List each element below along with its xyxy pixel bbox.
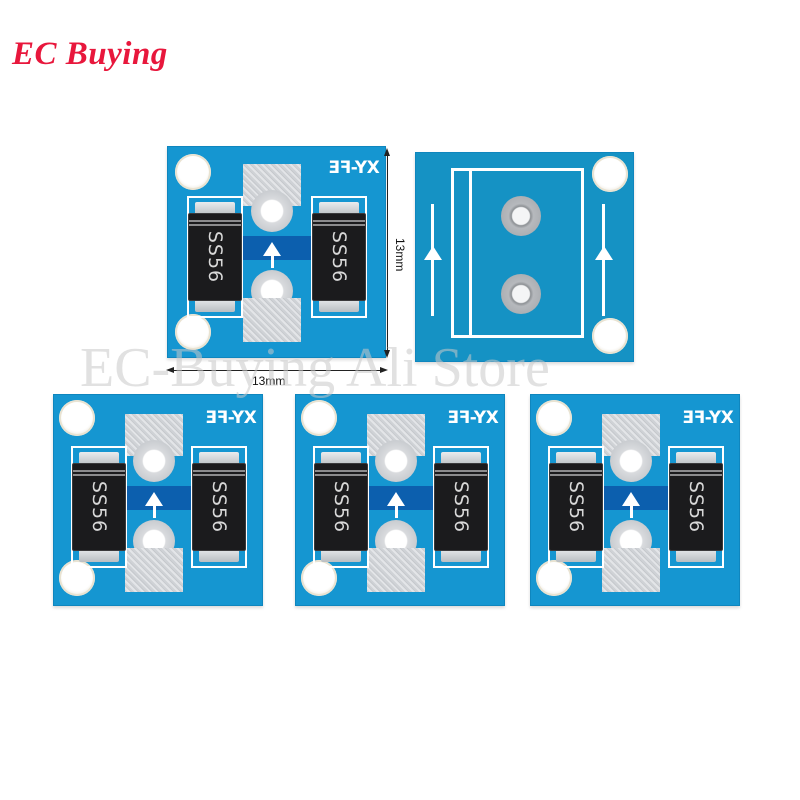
- arrowhead-left-icon: [166, 367, 174, 373]
- diode-ss56: SS56: [73, 464, 125, 550]
- mounting-hole-icon: [301, 400, 337, 436]
- diode-frame: [548, 446, 604, 568]
- pcb-board-front: XY-FE SS56 SS56: [167, 146, 386, 358]
- diode-lead: [319, 202, 359, 216]
- diode-ss56: SS56: [670, 464, 722, 550]
- direction-arrow-icon: [387, 492, 405, 506]
- diode-lead: [195, 202, 235, 216]
- direction-arrow-left-icon: [424, 246, 442, 260]
- arrowhead-up-icon: [384, 148, 390, 156]
- diode-marking: SS56: [685, 480, 707, 534]
- diode-frame: [311, 196, 367, 318]
- silkscreen-mark: XY-FE: [683, 408, 734, 428]
- diode-marking: SS56: [88, 480, 110, 534]
- direction-arrow-stem: [271, 254, 274, 268]
- diode-frame: [668, 446, 724, 568]
- direction-arrow-stem: [153, 504, 156, 518]
- pad-hole-top-icon: [251, 190, 293, 232]
- direction-arrow-right-icon: [595, 246, 613, 260]
- diode-ss56: SS56: [193, 464, 245, 550]
- diode-lead: [556, 452, 596, 466]
- diode-lead: [199, 548, 239, 562]
- pad-hole-top-icon: [610, 440, 652, 482]
- solder-pad-bottom: [243, 298, 301, 342]
- dimension-line-horizontal: [170, 370, 382, 371]
- diode-marking: SS56: [565, 480, 587, 534]
- diode-frame: [191, 446, 247, 568]
- diode-marking: SS56: [328, 230, 350, 284]
- pcb-board-front: XY-FE SS56 SS56: [530, 394, 740, 606]
- solder-pad-bottom: [367, 548, 425, 592]
- diode-lead: [319, 298, 359, 312]
- diode-lead: [441, 548, 481, 562]
- diode-lead: [321, 452, 361, 466]
- direction-arrow-stem: [602, 204, 605, 316]
- direction-arrow-stem: [630, 504, 633, 518]
- direction-arrow-icon: [622, 492, 640, 506]
- solder-pad-top-icon: [501, 196, 541, 236]
- mounting-hole-icon: [536, 400, 572, 436]
- pad-hole-top-icon: [133, 440, 175, 482]
- diode-lead: [441, 452, 481, 466]
- diode-lead: [676, 548, 716, 562]
- diode-marking: SS56: [208, 480, 230, 534]
- silkscreen-mark: XY-FE: [448, 408, 499, 428]
- diode-ss56: SS56: [435, 464, 487, 550]
- mounting-hole-icon: [175, 314, 211, 350]
- diode-marking: SS56: [450, 480, 472, 534]
- direction-arrow-stem: [431, 204, 434, 316]
- solder-pad-bottom-icon: [501, 274, 541, 314]
- height-dimension-label: 13mm: [393, 238, 407, 272]
- pad-hole-top-icon: [375, 440, 417, 482]
- diode-lead: [321, 548, 361, 562]
- diode-ss56: SS56: [315, 464, 367, 550]
- diode-lead: [676, 452, 716, 466]
- diode-frame: [71, 446, 127, 568]
- pcb-board-front: XY-FE SS56 SS56: [295, 394, 505, 606]
- direction-arrow-icon: [145, 492, 163, 506]
- diode-ss56: SS56: [313, 214, 365, 300]
- arrowhead-right-icon: [380, 367, 388, 373]
- mounting-hole-icon: [59, 400, 95, 436]
- outline-divider: [469, 168, 472, 338]
- pcb-board-front: XY-FE SS56 SS56: [53, 394, 263, 606]
- component-outline: [451, 168, 584, 338]
- diode-lead: [199, 452, 239, 466]
- diode-frame: [433, 446, 489, 568]
- mounting-hole-icon: [592, 318, 628, 354]
- pcb-board-back: [415, 152, 634, 362]
- silkscreen-mark: XY-FE: [206, 408, 257, 428]
- diode-lead: [195, 298, 235, 312]
- direction-arrow-stem: [395, 504, 398, 518]
- silkscreen-mark: XY-FE: [329, 158, 380, 178]
- direction-arrow-icon: [263, 242, 281, 256]
- diode-lead: [556, 548, 596, 562]
- dimension-line-vertical: [387, 152, 388, 354]
- solder-pad-bottom: [125, 548, 183, 592]
- mounting-hole-icon: [592, 156, 628, 192]
- diode-lead: [79, 548, 119, 562]
- diode-ss56: SS56: [550, 464, 602, 550]
- diode-lead: [79, 452, 119, 466]
- diode-marking: SS56: [204, 230, 226, 284]
- diode-frame: [187, 196, 243, 318]
- solder-pad-bottom: [602, 548, 660, 592]
- diode-marking: SS56: [330, 480, 352, 534]
- width-dimension-label: 13mm: [252, 374, 286, 388]
- arrowhead-down-icon: [384, 350, 390, 358]
- brand-logo: EC Buying: [12, 36, 168, 72]
- diode-frame: [313, 446, 369, 568]
- diode-ss56: SS56: [189, 214, 241, 300]
- mounting-hole-icon: [175, 154, 211, 190]
